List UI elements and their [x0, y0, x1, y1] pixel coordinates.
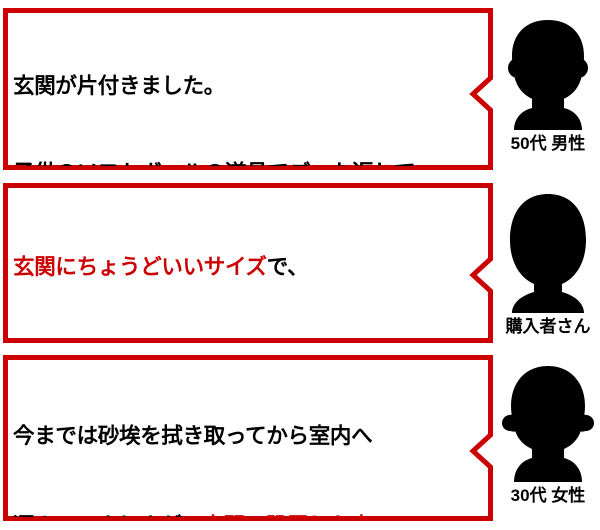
testimonial-line: 玄関が片付きました。: [13, 72, 479, 101]
reviewer-caption: 購入者さん: [505, 317, 591, 336]
testimonial-row: 玄関にちょうどいいサイズで、 整理整頓もやり易いので、 子ども達自ら片付けをやれ…: [0, 183, 600, 343]
testimonial-line: 今までは砂埃を拭き取ってから室内へ: [13, 421, 479, 451]
testimonial-span: 玄関が片付きました。: [13, 74, 226, 98]
testimonial-row: 玄関が片付きました。 子供のソフトボールの道具でごった返して ましたが、スッキリ…: [0, 0, 600, 175]
speech-balloon: 今までは砂埃を拭き取ってから室内へ 運んでいましまが、玄関に設置した事で 手間が…: [3, 355, 493, 521]
testimonial-body: 玄関にちょうどいいサイズで、 整理整頓もやり易いので、 子ども達自ら片付けをやれ…: [13, 195, 479, 339]
speech-balloon: 玄関が片付きました。 子供のソフトボールの道具でごった返して ましたが、スッキリ…: [3, 8, 493, 170]
reviewer-profile: 購入者さん: [496, 188, 600, 337]
testimonial-span: 今までは砂埃を拭き取ってから室内へ: [13, 424, 373, 448]
testimonial-line: 子供のソフトボールの道具でごった返して: [13, 159, 479, 166]
testimonial-body: 玄関が片付きました。 子供のソフトボールの道具でごった返して ましたが、スッキリ…: [13, 14, 479, 166]
reviewer-profile: 30代 女性: [496, 360, 600, 506]
reviewer-profile: 50代 男性: [496, 12, 600, 154]
reviewer-caption: 50代 男性: [510, 134, 586, 153]
man-silhouette-icon: [508, 20, 588, 130]
testimonial-highlight: 玄関にちょうどいいサイズ: [13, 255, 267, 279]
person-silhouette-icon: [510, 194, 586, 313]
speech-balloon-shape: [3, 8, 493, 170]
speech-balloon-shape: [3, 355, 493, 521]
testimonial-line: 玄関にちょうどいいサイズで、: [13, 253, 479, 282]
testimonial-body: 今までは砂埃を拭き取ってから室内へ 運んでいましまが、玄関に設置した事で 手間が…: [13, 361, 479, 517]
testimonial-span: 運んでいましまが、: [13, 514, 203, 517]
testimonial-line: 運んでいましまが、玄関に設置した事で: [13, 511, 479, 517]
testimonial-span: 子供のソフトボールの道具でごった返して: [13, 161, 415, 166]
woman-silhouette-icon: [502, 366, 594, 482]
speech-balloon: 玄関にちょうどいいサイズで、 整理整頓もやり易いので、 子ども達自ら片付けをやれ…: [3, 183, 493, 343]
testimonial-span: で、: [266, 255, 309, 279]
testimonial-highlight: 玄関に設置した事で: [202, 514, 393, 517]
speech-balloon-shape: [3, 183, 493, 343]
reviewer-caption: 30代 女性: [510, 486, 586, 505]
testimonial-row: 今までは砂埃を拭き取ってから室内へ 運んでいましまが、玄関に設置した事で 手間が…: [0, 355, 600, 530]
